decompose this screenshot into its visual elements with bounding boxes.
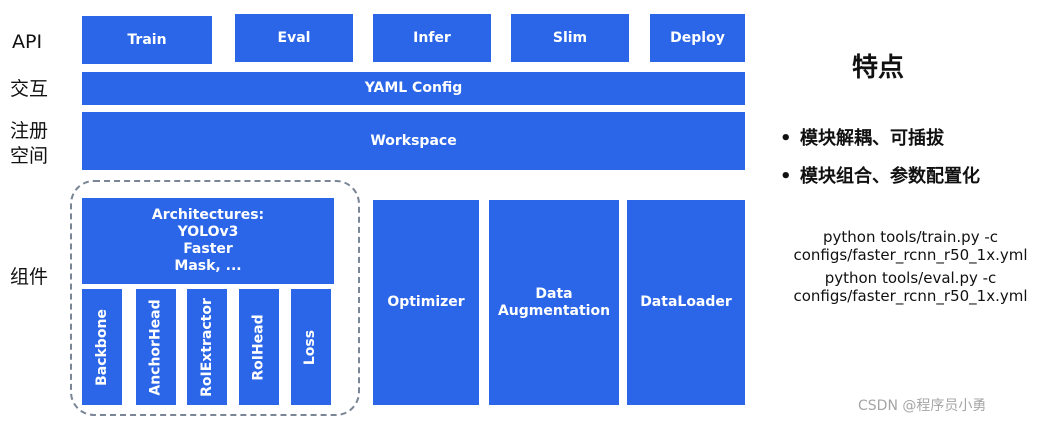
slim-block: Slim (511, 14, 629, 62)
roihead-block: RoIHead (239, 289, 279, 405)
eval-block: Eval (235, 14, 353, 62)
infer-label: Infer (413, 29, 451, 46)
yaml-config-label: YAML Config (364, 80, 463, 96)
registry-layer-label-2: 空间 (10, 145, 49, 167)
eval-label: Eval (277, 29, 311, 46)
deploy-block: Deploy (650, 14, 745, 62)
architecture-mask: Mask, ... (174, 258, 242, 274)
backbone-label: Backbone (93, 308, 110, 386)
train-block: Train (82, 16, 212, 64)
command-line-1: python tools/train.py -c (822, 228, 999, 246)
architecture-faster: Faster (183, 241, 233, 257)
roiextractor-label: RoIExtractor (198, 297, 215, 397)
interaction-layer-label: 交互 (10, 78, 49, 100)
bullet-icon: • (780, 128, 792, 149)
architectures-block: Architectures: YOLOv3 Faster Mask, ... (82, 198, 334, 284)
watermark: CSDN @程序员小勇 (858, 398, 987, 414)
feature-item-1-text: 模块解耦、可插拔 (800, 128, 944, 149)
feature-item-2-text: 模块组合、参数配置化 (800, 166, 980, 187)
slim-label: Slim (552, 29, 588, 46)
data-augmentation-label-1: Data (535, 285, 573, 302)
components-layer-label: 组件 (10, 266, 49, 288)
features-title: 特点 (852, 53, 905, 83)
train-label: Train (127, 31, 167, 48)
workspace-label: Workspace (370, 132, 457, 149)
infer-block: Infer (373, 14, 491, 62)
feature-item-2: • 模块组合、参数配置化 (780, 162, 980, 188)
architecture-yolov3: YOLOv3 (177, 224, 239, 240)
feature-item-1: • 模块解耦、可插拔 (780, 124, 944, 150)
roihead-label: RoIHead (250, 313, 267, 381)
command-line-4: configs/faster_rcnn_r50_1x.yml (793, 287, 1028, 305)
bullet-icon: • (780, 166, 792, 187)
roiextractor-block: RoIExtractor (187, 289, 227, 405)
command-line-2: configs/faster_rcnn_r50_1x.yml (793, 246, 1028, 264)
optimizer-block: Optimizer (373, 200, 479, 405)
backbone-block: Backbone (82, 289, 122, 405)
deploy-label: Deploy (670, 29, 725, 46)
yaml-config-block: YAML Config (82, 72, 745, 105)
components-group-border (70, 180, 360, 416)
api-layer-label: API (12, 31, 43, 53)
command-line-3: python tools/eval.py -c (824, 269, 997, 287)
anchorhead-label: AnchorHead (147, 298, 164, 396)
data-augmentation-block: Data Augmentation (489, 200, 619, 405)
dataloader-label: DataLoader (640, 294, 732, 310)
loss-label: Loss (302, 329, 319, 365)
architectures-title: Architectures: (151, 207, 265, 223)
anchorhead-block: AnchorHead (136, 289, 176, 405)
dataloader-block: DataLoader (627, 200, 745, 405)
workspace-block: Workspace (82, 112, 745, 170)
loss-block: Loss (291, 289, 331, 405)
registry-layer-label-1: 注册 (10, 120, 49, 142)
data-augmentation-label-2: Augmentation (497, 302, 611, 319)
optimizer-label: Optimizer (387, 294, 465, 310)
